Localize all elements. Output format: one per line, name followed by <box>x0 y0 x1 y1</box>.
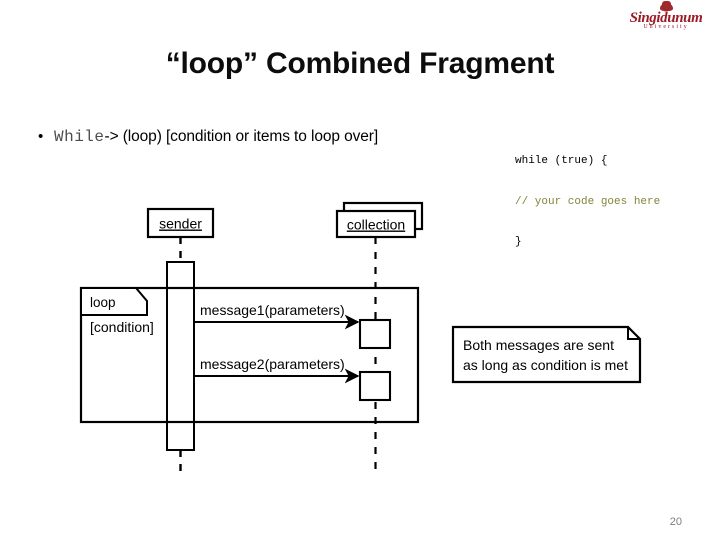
activation-bar-collection-2 <box>358 370 392 402</box>
bullet-keyword: While <box>54 128 105 146</box>
bullet-item: • While-> (loop) [condition or items to l… <box>38 128 498 146</box>
lifeline-head-collection-front <box>335 209 417 239</box>
lifeline-label-collection: collection <box>347 217 405 233</box>
fragment-frame <box>79 286 420 424</box>
bullet-marker: • <box>38 128 44 145</box>
code-line-while: while (true) { <box>515 155 608 167</box>
lifeline-label-sender: sender <box>159 216 202 232</box>
page-number: 20 <box>669 516 682 528</box>
activation-bar-sender <box>166 261 195 451</box>
university-logo: Singidunum University <box>618 1 714 36</box>
code-line-comment: // your code goes here <box>515 195 661 208</box>
crown-crest-icon <box>659 1 673 12</box>
note-box <box>451 325 642 384</box>
bullet-text: -> (loop) [condition or items to loop ov… <box>104 128 379 145</box>
lifeline-head-sender <box>146 207 215 239</box>
code-snippet: while (true) { // your code goes here } <box>515 128 660 263</box>
university-subtitle: University <box>643 24 689 30</box>
message-2: message2(parameters) <box>195 356 392 402</box>
fragment-guard-label: [condition] <box>90 319 154 335</box>
note-line-1: Both messages are sent <box>463 337 614 353</box>
code-line-close-brace: } <box>515 236 522 248</box>
page-title: “loop” Combined Fragment <box>165 47 555 80</box>
lifeline-sender: sender <box>146 207 215 476</box>
diagram-note: Both messages are sent as long as condit… <box>451 325 642 384</box>
note-folded-corner-icon <box>627 327 640 340</box>
message-label-2: message2(parameters) <box>200 356 345 372</box>
fragment-operator-label: loop <box>90 295 116 310</box>
fragment-operator-tag <box>80 287 148 316</box>
note-line-2: as long as condition is met <box>463 357 628 373</box>
activation-bar-collection-1 <box>358 318 392 350</box>
lifeline-collection: collection <box>335 201 424 476</box>
message-1: message1(parameters) <box>195 302 392 350</box>
university-name: Singidunum <box>629 10 703 26</box>
message-label-1: message1(parameters) <box>200 302 345 318</box>
combined-fragment-loop: loop [condition] <box>79 286 420 424</box>
